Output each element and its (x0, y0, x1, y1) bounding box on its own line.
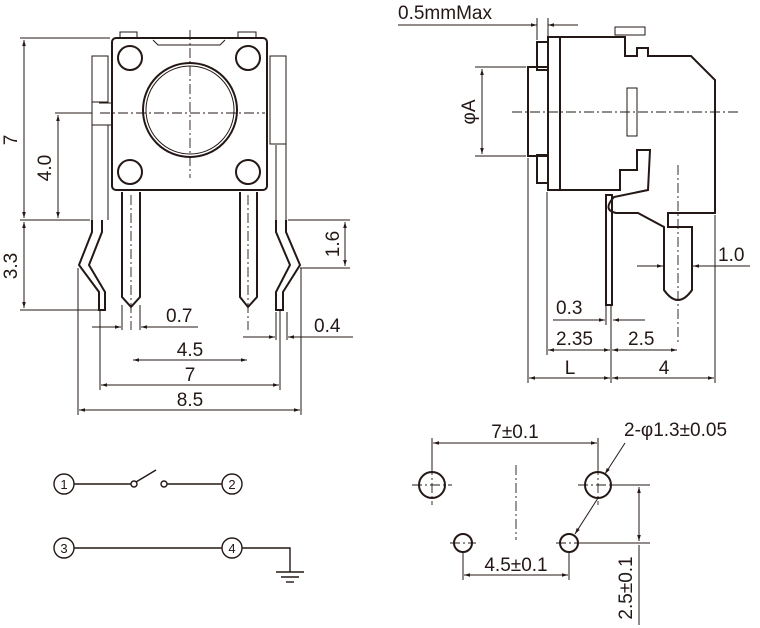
terminal-1: 1 (53, 473, 75, 495)
mount-hole-icon (235, 159, 261, 185)
side-body (560, 36, 716, 301)
dim-overall-width: 8.5 (177, 390, 203, 411)
dim-large-pitch: 7±0.1 (491, 422, 538, 443)
leg-right (275, 220, 302, 311)
terminal-4: 4 (221, 537, 243, 559)
switch-body (111, 37, 268, 191)
pin-side (605, 194, 613, 306)
svg-text:4: 4 (228, 541, 235, 556)
leg-left (77, 220, 106, 311)
circuit-schematic: 1 2 3 4 (53, 469, 304, 583)
dim-leg-pitch: 7 (185, 365, 196, 386)
terminal-3: 3 (53, 537, 75, 559)
pin-right (239, 192, 258, 309)
dim-hole-spec: 2-φ1.3±0.05 (624, 420, 727, 441)
mount-hole-icon (235, 45, 261, 71)
dim-pin-width: 0.7 (166, 306, 192, 327)
actuator-side (527, 66, 549, 157)
dim-actuator-dia: φA (459, 99, 480, 124)
dim-pin-pitch: 4.5 (177, 340, 203, 361)
mount-hole-icon (117, 159, 143, 185)
dim-body-to-pin: 2.35 (556, 329, 593, 350)
svg-text:3: 3 (60, 541, 67, 556)
dim-small-pitch: 4.5±0.1 (484, 555, 547, 576)
svg-text:2: 2 (228, 477, 235, 492)
dim-length-l: L (565, 358, 576, 379)
mount-hole-icon (117, 45, 143, 71)
dim-max-gap: 0.5mmMax (398, 3, 492, 24)
svg-text:1: 1 (60, 477, 67, 492)
dim-lead-length: 3.3 (1, 253, 22, 279)
dim-leg-bend: 1.6 (323, 231, 344, 257)
side-view: 0.5mmMax φA 0.3 2.35 2.5 1.0 L 4 (398, 3, 750, 383)
dim-row-offset: 2.5±0.1 (616, 556, 637, 619)
terminal-2: 2 (221, 473, 243, 495)
pcb-layout: 7±0.1 2-φ1.3±0.05 4.5±0.1 2.5±0.1 (412, 420, 727, 625)
dim-center-height: 4.0 (35, 155, 56, 181)
dim-leg-dia: 1.0 (718, 245, 744, 266)
dim-pin-to-leg: 2.5 (628, 329, 654, 350)
dim-pin-thickness: 0.3 (556, 298, 582, 319)
front-view: 7 4.0 3.3 1.6 0.7 0.4 4.5 7 8.5 (1, 30, 353, 415)
dim-leg-width: 0.4 (314, 316, 341, 337)
dim-height-total: 7 (1, 135, 22, 146)
dim-depth: 4 (659, 358, 670, 379)
